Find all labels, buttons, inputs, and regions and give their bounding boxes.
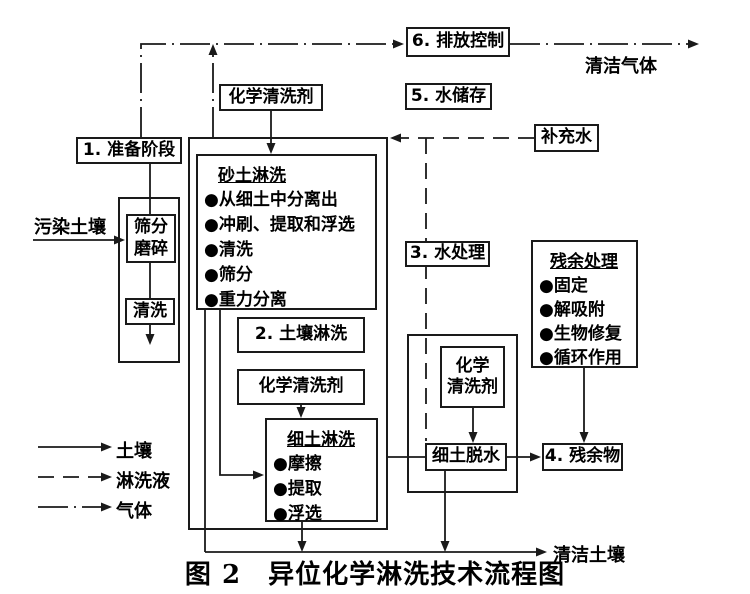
residual-treatment-box: 残余处理 ●固定 ●解吸附 ●生物修复 ●循环作用 (531, 240, 638, 368)
dewater-container-box (407, 334, 518, 493)
sand-washing-box: 砂土淋洗 ●从细土中分离出 ●冲刷、提取和浮选 ●清洗 ●筛分 ●重力分离 (196, 154, 377, 310)
sand-washing-item: ●重力分离 (204, 290, 287, 310)
legend-gas-label: 气体 (116, 501, 152, 522)
chem-agent-mid-box: 化学清洗剂 (237, 369, 365, 405)
water-storage-box: 5. 水储存 (405, 83, 492, 110)
dewater-down-arrow (440, 471, 450, 552)
washing-container-box (188, 137, 388, 530)
gas-line-top (140, 39, 404, 137)
dewater-to-residue-arrow (507, 452, 541, 462)
figure-caption: 图 2 异位化学淋洗技术流程图 (184, 560, 566, 590)
residual-treatment-title: 残余处理 (550, 252, 618, 272)
prep-stage-box: 1. 准备阶段 (76, 137, 182, 164)
wash-down-arrow (145, 325, 155, 345)
chem-right-line: 化学 (455, 355, 490, 376)
sand-washing-item: ●清洗 (204, 240, 253, 260)
fine-washing-item: ●摩擦 (273, 454, 322, 474)
legend-leachate-line (38, 472, 112, 482)
fine-washing-item: ●浮选 (273, 504, 322, 524)
sand-washing-title: 砂土淋洗 (218, 166, 286, 186)
chem-right-line: 清洗剂 (447, 377, 498, 397)
legend-leachate-label: 淋洗液 (116, 471, 170, 492)
sand-washing-item: ●筛分 (204, 265, 253, 285)
sieve-line: 筛分 (134, 217, 168, 238)
soil-washing-box: 2. 土壤淋洗 (237, 317, 365, 353)
residual-down-arrow (579, 368, 589, 443)
clean-soil-line (205, 547, 547, 557)
makeup-water-box: 补充水 (534, 124, 599, 152)
legend-soil-line (38, 442, 112, 452)
chem-right-arrow (468, 408, 478, 443)
chem-agent-top-box: 化学清洗剂 (219, 84, 323, 111)
crush-line: 磨碎 (134, 238, 168, 259)
sieve-crush-box: 筛分 磨碎 (126, 214, 176, 263)
water-treatment-box: 3. 水处理 (405, 241, 490, 267)
sand-washing-item: ●从细土中分离出 (204, 190, 338, 210)
fine-washing-title: 细土淋洗 (287, 430, 355, 450)
fine-down-arrow (297, 522, 307, 552)
clean-soil-label: 清洁土壤 (553, 545, 625, 566)
residual-item: ●生物修复 (539, 324, 622, 344)
chem-mid-arrow (296, 405, 306, 418)
sand-to-fine-arrow (219, 310, 264, 480)
fine-washing-box: 细土淋洗 ●摩擦 ●提取 ●浮选 (265, 418, 378, 524)
residual-item: ●解吸附 (539, 300, 605, 320)
contaminated-soil-label: 污染土壤 (34, 217, 106, 238)
gas-clean-line (510, 39, 699, 49)
wash-box: 清洗 (125, 298, 175, 325)
gas-up-arrow (208, 44, 218, 137)
residue-box: 4. 残余物 (542, 443, 623, 471)
legend-gas-line (38, 502, 112, 512)
clean-gas-label: 清洁气体 (585, 56, 657, 77)
sand-washing-item: ●冲刷、提取和浮选 (204, 215, 355, 235)
discharge-control-box: 6. 排放控制 (406, 27, 510, 57)
chem-agent-right-box: 化学 清洗剂 (440, 346, 505, 408)
makeup-water-line (390, 133, 534, 143)
prep-container-box (118, 197, 180, 363)
residual-item: ●固定 (539, 276, 588, 296)
fine-washing-item: ●提取 (273, 479, 322, 499)
fine-dewater-box: 细土脱水 (425, 443, 507, 471)
residual-item: ●循环作用 (539, 348, 622, 368)
legend-soil-label: 土壤 (116, 441, 152, 462)
